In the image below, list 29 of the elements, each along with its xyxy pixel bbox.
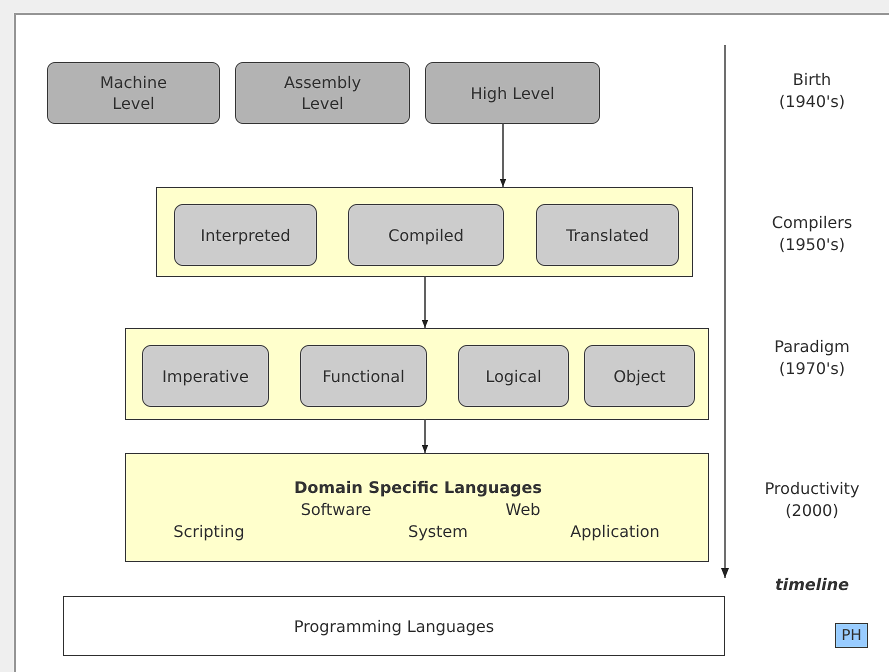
category-box: Object	[584, 345, 695, 407]
category-box: Imperative	[142, 345, 269, 407]
arrow	[422, 277, 428, 328]
base-panel: Programming Languages	[63, 596, 725, 656]
category-box: Interpreted	[174, 204, 317, 266]
era-label: Birth (1940's)	[778, 69, 846, 113]
panel-heading: Domain Specific Languages	[294, 478, 542, 498]
category-box: Logical	[458, 345, 569, 407]
initials-badge: PH	[835, 623, 868, 648]
category-label: Software	[300, 500, 372, 520]
level-box: Assembly Level	[235, 62, 410, 124]
category-box: Functional	[300, 345, 427, 407]
category-label: Scripting	[173, 522, 245, 542]
axis-title: timeline	[774, 574, 850, 596]
arrow	[500, 124, 506, 187]
category-label: System	[408, 522, 468, 542]
category-label: Application	[570, 522, 660, 542]
era-label: Paradigm (1970's)	[773, 336, 851, 380]
category-box: Compiled	[348, 204, 504, 266]
era-panel	[156, 187, 693, 277]
era-label: Productivity (2000)	[764, 478, 860, 522]
era-panel	[125, 453, 709, 562]
level-box: High Level	[425, 62, 600, 124]
category-label: Web	[506, 500, 540, 520]
arrow	[422, 420, 428, 453]
category-box: Translated	[536, 204, 679, 266]
era-panel	[125, 328, 709, 420]
level-box: Machine Level	[47, 62, 220, 124]
era-label: Compilers (1950's)	[770, 212, 854, 256]
